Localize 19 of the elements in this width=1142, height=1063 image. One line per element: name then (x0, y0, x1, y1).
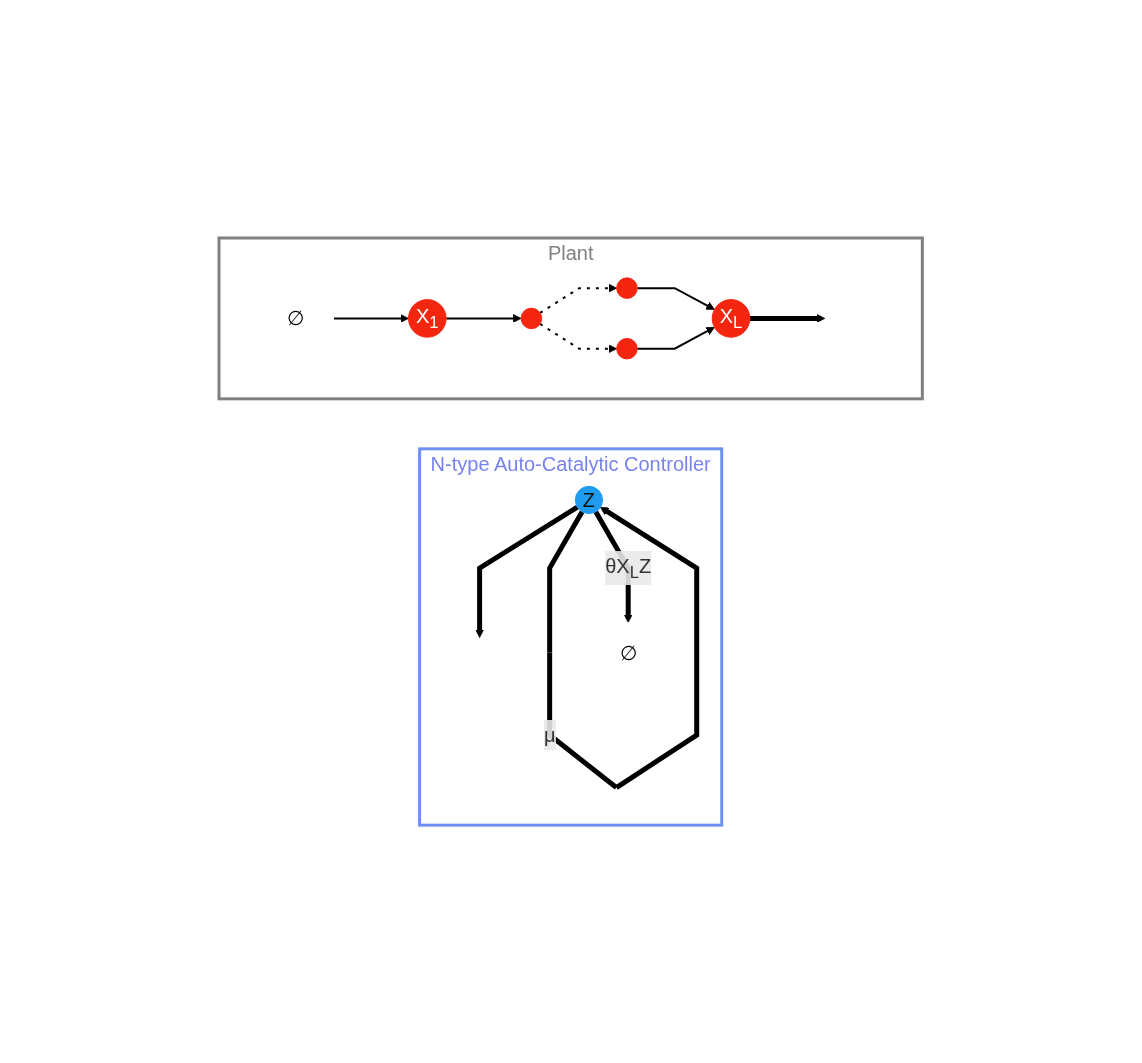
edge-label: μ (544, 723, 556, 746)
arrow (547, 506, 700, 790)
node-text: ∅ (286, 307, 304, 330)
arrow (539, 322, 618, 353)
arrow (332, 313, 410, 323)
node-circle (616, 277, 639, 299)
node-circle: X$_{1}$ (408, 299, 447, 338)
arrow (445, 313, 522, 323)
arrow (750, 313, 826, 323)
edge-label: θX$_{L}$Z (605, 554, 652, 582)
arrow (636, 326, 716, 350)
node-circle (616, 337, 639, 360)
arrow (636, 287, 716, 310)
node-circle (520, 307, 543, 330)
node-circle: Z (575, 485, 604, 514)
node-text: ∅ (620, 641, 638, 664)
arrow (539, 283, 618, 314)
arrow (475, 504, 580, 638)
node-circle: X$_{L}$ (712, 299, 751, 338)
